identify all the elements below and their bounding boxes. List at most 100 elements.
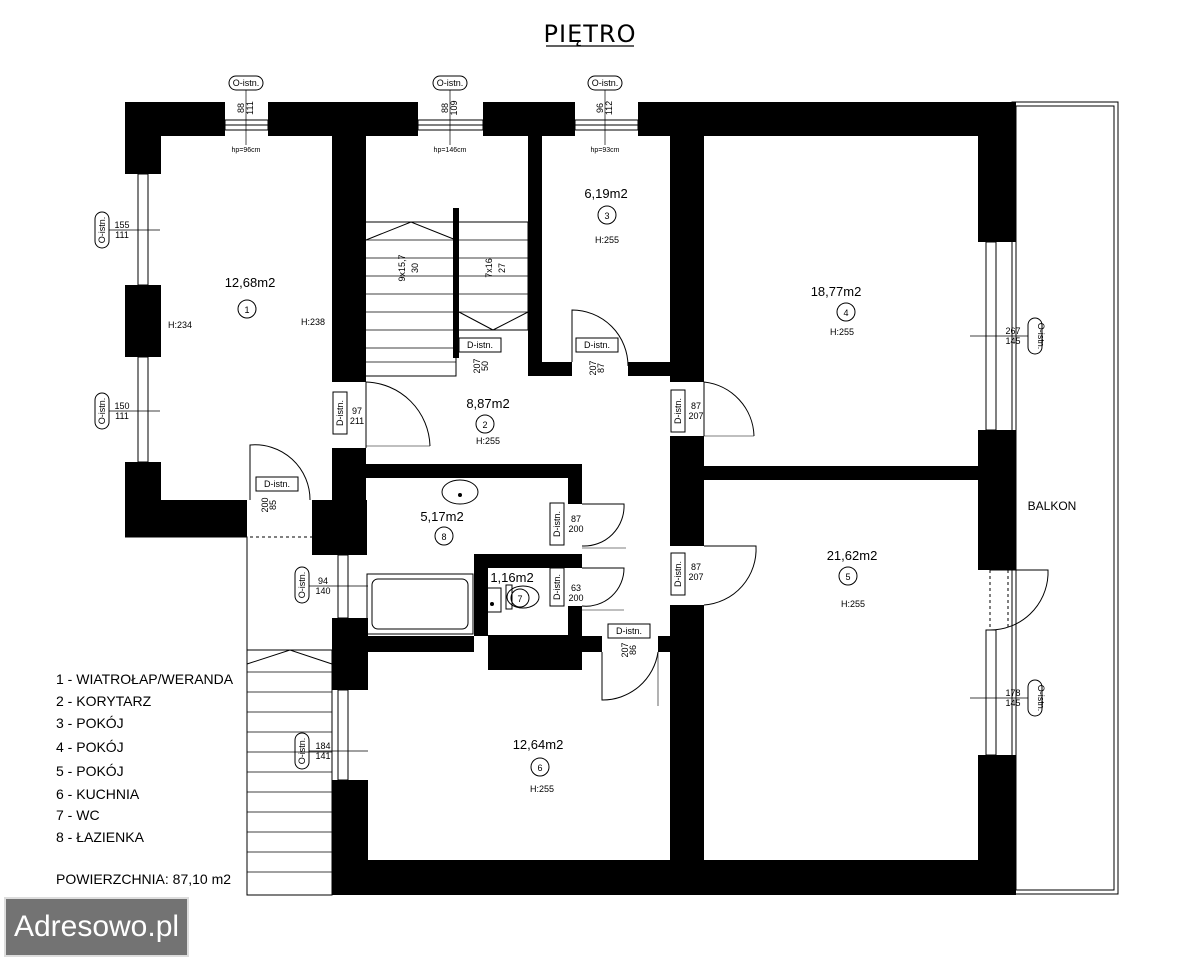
legend-item: 3 - POKÓJ xyxy=(56,715,124,731)
svg-text:H:255: H:255 xyxy=(830,327,854,337)
svg-text:D-istn.: D-istn. xyxy=(552,574,562,600)
svg-text:150: 150 xyxy=(114,401,129,411)
svg-text:97: 97 xyxy=(352,406,362,416)
svg-text:5,17m2: 5,17m2 xyxy=(420,509,463,524)
legend-item: 4 - POKÓJ xyxy=(56,739,124,755)
svg-text:141: 141 xyxy=(315,751,330,761)
svg-text:8,87m2: 8,87m2 xyxy=(466,396,509,411)
svg-text:6: 6 xyxy=(537,763,542,773)
svg-text:D-istn.: D-istn. xyxy=(616,626,642,636)
svg-text:184: 184 xyxy=(315,741,330,751)
svg-text:112: 112 xyxy=(604,101,614,115)
room-7-label: 1,16m2 7 xyxy=(490,570,534,608)
svg-text:D-istn.: D-istn. xyxy=(673,561,683,587)
svg-text:5: 5 xyxy=(845,572,850,582)
svg-text:88: 88 xyxy=(440,103,450,113)
svg-text:H:238: H:238 xyxy=(301,317,325,327)
room-3-label: 6,19m2 3 H:255 xyxy=(584,186,627,245)
legend-item: 6 - KUCHNIA xyxy=(56,786,140,802)
svg-text:8: 8 xyxy=(441,532,446,542)
room-1-label: 12,68m2 1 H:234 H:238 xyxy=(168,275,325,330)
svg-text:2: 2 xyxy=(482,420,487,430)
legend-item: 7 - WC xyxy=(56,807,100,823)
svg-text:12,64m2: 12,64m2 xyxy=(513,737,564,752)
svg-text:30: 30 xyxy=(410,263,420,273)
svg-text:207: 207 xyxy=(588,360,598,375)
svg-text:87: 87 xyxy=(691,562,701,572)
svg-text:145: 145 xyxy=(1005,336,1020,346)
svg-text:178: 178 xyxy=(1005,688,1020,698)
svg-text:88: 88 xyxy=(236,103,246,113)
door-tags: D-istn. 97 211 D-istn. 85 200 D-istn. 50… xyxy=(255,337,704,658)
svg-text:145: 145 xyxy=(1005,698,1020,708)
svg-text:50: 50 xyxy=(480,361,490,371)
svg-text:12,68m2: 12,68m2 xyxy=(225,275,276,290)
legend-item: 1 - WIATROŁAP/WERANDA xyxy=(56,671,234,687)
svg-text:200: 200 xyxy=(260,497,270,512)
svg-text:4: 4 xyxy=(843,308,848,318)
svg-text:H:255: H:255 xyxy=(476,436,500,446)
svg-text:18,77m2: 18,77m2 xyxy=(811,284,862,299)
bathroom-fixtures xyxy=(366,479,540,635)
svg-text:63: 63 xyxy=(571,583,581,593)
svg-text:9x15,7: 9x15,7 xyxy=(397,254,407,281)
plan-title: PIĘTRO xyxy=(544,20,637,48)
svg-text:111: 111 xyxy=(115,411,129,421)
svg-text:1: 1 xyxy=(244,305,249,315)
top-windows xyxy=(224,119,639,131)
total-area: POWIERZCHNIA: 87,10 m2 xyxy=(56,871,231,887)
svg-text:111: 111 xyxy=(245,101,255,115)
svg-text:O-istn.: O-istn. xyxy=(97,217,107,244)
svg-text:O-istn.: O-istn. xyxy=(297,572,307,599)
svg-text:87: 87 xyxy=(596,363,606,373)
svg-text:H:255: H:255 xyxy=(530,784,554,794)
svg-text:86: 86 xyxy=(628,645,638,655)
svg-text:3: 3 xyxy=(604,211,609,221)
watermark-logo: Adresowo.pl xyxy=(4,897,189,957)
legend-item: 5 - POKÓJ xyxy=(56,763,124,779)
svg-text:O-istn.: O-istn. xyxy=(97,398,107,425)
legend-item: 8 - ŁAZIENKA xyxy=(56,829,145,845)
inner-walls xyxy=(312,102,980,895)
svg-text:200: 200 xyxy=(568,593,583,603)
legend-item: 2 - KORYTARZ xyxy=(56,693,152,709)
room-5-label: 21,62m2 5 H:255 xyxy=(827,548,878,609)
svg-text:7x16: 7x16 xyxy=(484,258,494,278)
svg-text:207: 207 xyxy=(472,358,482,373)
svg-text:140: 140 xyxy=(315,586,330,596)
doors xyxy=(249,309,1049,706)
balcony-outline xyxy=(1011,101,1119,895)
stairs: 9x15,7 30 7x16 27 xyxy=(365,208,529,377)
svg-text:1,16m2: 1,16m2 xyxy=(490,570,533,585)
svg-text:200: 200 xyxy=(568,524,583,534)
svg-text:D-istn.: D-istn. xyxy=(467,340,493,350)
svg-text:87: 87 xyxy=(691,401,701,411)
svg-text:7: 7 xyxy=(517,594,522,604)
svg-text:D-istn.: D-istn. xyxy=(264,479,290,489)
svg-text:D-istn.: D-istn. xyxy=(552,511,562,537)
svg-text:211: 211 xyxy=(350,416,364,426)
svg-text:267: 267 xyxy=(1005,326,1020,336)
svg-text:hp=93cm: hp=93cm xyxy=(591,147,620,154)
svg-text:155: 155 xyxy=(114,220,129,230)
svg-text:O-istn.: O-istn. xyxy=(592,78,619,88)
svg-text:hp=96cm: hp=96cm xyxy=(232,147,261,154)
svg-text:H:255: H:255 xyxy=(841,599,865,609)
svg-text:207: 207 xyxy=(620,642,630,657)
svg-text:207: 207 xyxy=(688,411,703,421)
room-4-label: 18,77m2 4 H:255 xyxy=(811,284,862,337)
svg-text:O-istn.: O-istn. xyxy=(297,738,307,765)
svg-text:O-istn.: O-istn. xyxy=(1036,323,1046,350)
room-legend: 1 - WIATROŁAP/WERANDA 2 - KORYTARZ 3 - P… xyxy=(56,671,234,887)
svg-text:D-istn.: D-istn. xyxy=(335,400,345,426)
room-8-label: 5,17m2 8 xyxy=(420,509,464,546)
window-tags: O-istn. 88 111 hp=96cm O-istn. 88 109 hp… xyxy=(94,75,1046,770)
svg-text:O-istn.: O-istn. xyxy=(437,78,464,88)
balcony-label: BALKON xyxy=(1028,499,1077,513)
svg-text:21,62m2: 21,62m2 xyxy=(827,548,878,563)
svg-text:H:255: H:255 xyxy=(595,235,619,245)
svg-text:hp=146cm: hp=146cm xyxy=(434,147,467,154)
svg-text:207: 207 xyxy=(688,572,703,582)
svg-text:6,19m2: 6,19m2 xyxy=(584,186,627,201)
